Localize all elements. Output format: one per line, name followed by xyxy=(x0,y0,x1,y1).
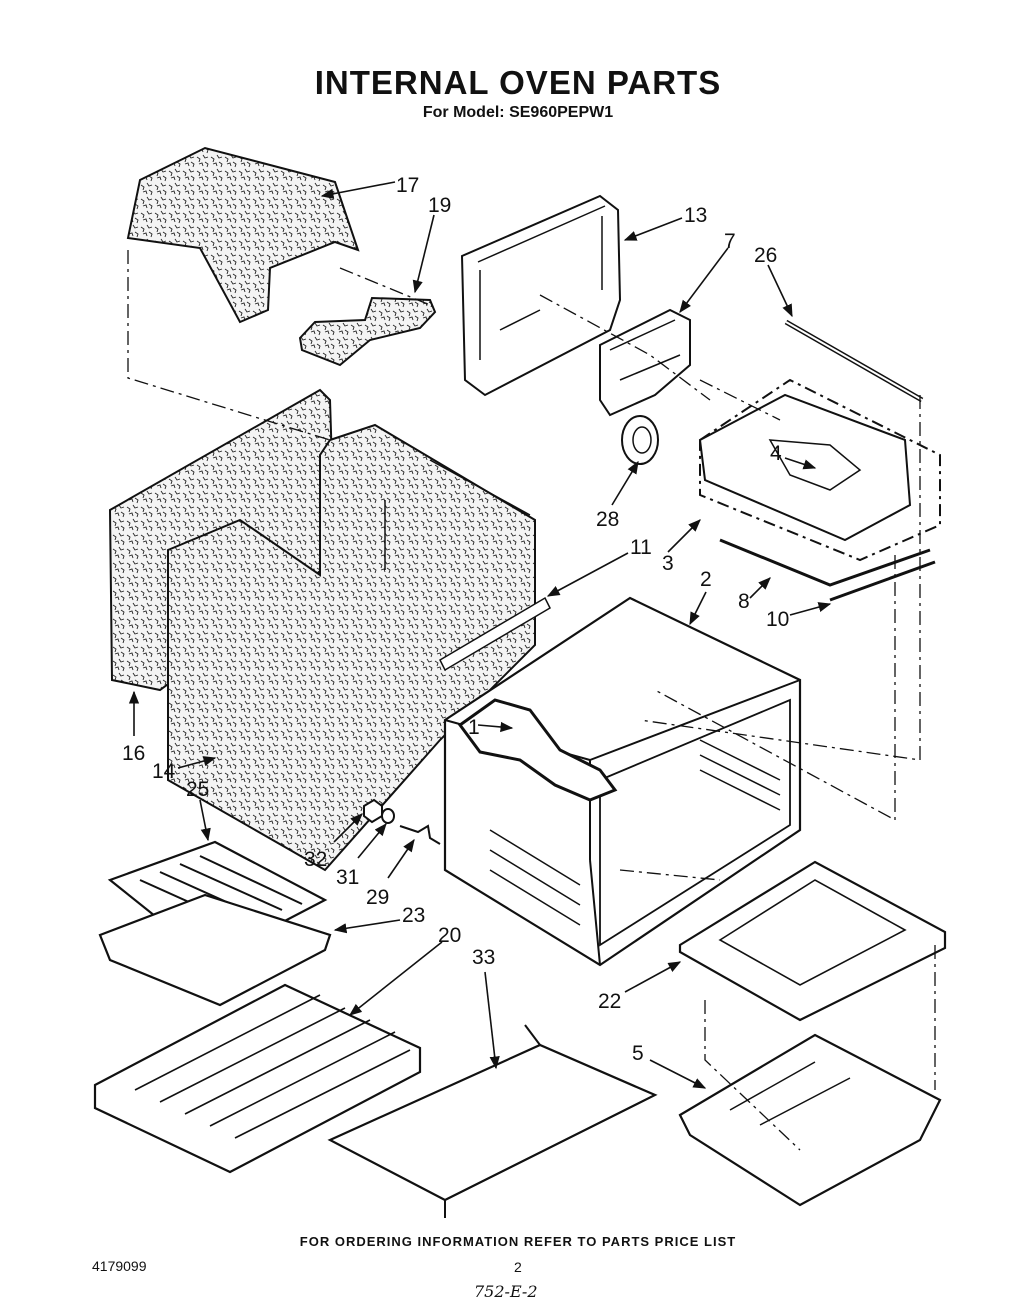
callout-17: 17 xyxy=(396,174,419,197)
part-22-frame xyxy=(678,860,947,1022)
callout-7: 7 xyxy=(724,230,736,253)
part-20-oven-rack xyxy=(93,983,422,1174)
part-5-bottom-panel xyxy=(678,1033,942,1207)
document-number: 4179099 xyxy=(92,1258,147,1274)
part-29-clip xyxy=(399,824,441,845)
callout-4: 4 xyxy=(770,442,782,465)
page-number: 2 xyxy=(514,1259,522,1275)
callout-leaders xyxy=(128,181,832,1089)
callout-1: 1 xyxy=(468,716,480,739)
part-3-oven-top-cover xyxy=(698,378,941,562)
handwritten-code: 752-E-2 xyxy=(474,1282,538,1301)
callout-3: 3 xyxy=(662,552,674,575)
page-title: INTERNAL OVEN PARTS xyxy=(314,64,722,101)
callout-16: 16 xyxy=(122,742,145,765)
part-8-gasket xyxy=(719,538,931,587)
callout-11: 11 xyxy=(630,536,652,559)
callout-28: 28 xyxy=(596,508,619,531)
callout-26: 26 xyxy=(754,244,777,267)
callout-10: 10 xyxy=(766,608,789,631)
part-11-bracket xyxy=(439,596,551,672)
part-14-wrap-insulation xyxy=(167,423,536,872)
callout-2: 2 xyxy=(700,568,712,591)
part-17-top-insulation xyxy=(126,146,360,324)
callout-31: 31 xyxy=(336,866,359,889)
callout-labels: 17 19 13 7 26 4 28 3 11 2 8 10 1 16 14 2… xyxy=(122,174,789,1065)
part-23-broiler-pan xyxy=(98,893,332,1007)
callout-14: 14 xyxy=(152,760,176,783)
alignment-lines xyxy=(127,250,936,1151)
callout-25: 25 xyxy=(186,778,209,801)
callout-22: 22 xyxy=(598,990,621,1013)
part-32-nut xyxy=(363,798,383,824)
part-10-gasket xyxy=(829,560,936,602)
part-26-rod xyxy=(784,319,924,403)
callout-8: 8 xyxy=(738,590,750,613)
part-7-duct xyxy=(599,308,691,417)
callout-20: 20 xyxy=(438,924,461,947)
callout-32: 32 xyxy=(304,848,327,871)
part-2-oven-liner xyxy=(443,596,802,967)
callout-23: 23 xyxy=(402,904,425,927)
callout-33: 33 xyxy=(472,946,495,969)
callout-19: 19 xyxy=(428,194,451,217)
callout-29: 29 xyxy=(366,886,389,909)
part-28-ring xyxy=(621,415,659,465)
part-31-washer xyxy=(381,808,395,824)
callout-13: 13 xyxy=(684,204,707,227)
part-19-insulation-pad xyxy=(298,296,437,367)
ordering-note: FOR ORDERING INFORMATION REFER TO PARTS … xyxy=(299,1234,737,1249)
model-subtitle: For Model: SE960PEPW1 xyxy=(422,104,614,121)
callout-5: 5 xyxy=(632,1042,644,1065)
part-1-bake-element xyxy=(457,698,618,802)
part-33-rack-guide xyxy=(327,1024,658,1218)
